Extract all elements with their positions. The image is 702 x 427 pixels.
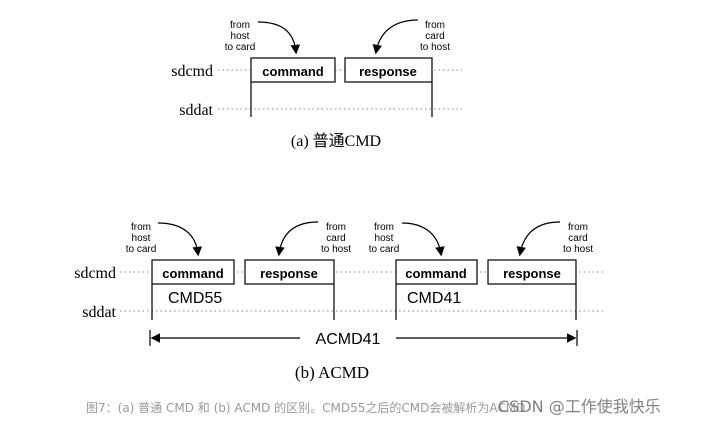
row-label-sdcmd: sdcmd xyxy=(171,63,213,80)
note-line-2: card xyxy=(568,233,587,244)
arrow-card-to-host-icon xyxy=(372,19,419,55)
note-line-1: from xyxy=(374,222,394,233)
response-box-2 xyxy=(487,259,577,285)
note-line-1: from xyxy=(568,222,588,233)
arrow-host-to-card-icon xyxy=(257,21,301,55)
note-line-3: to host xyxy=(420,42,450,53)
note-card-to-host-2: from card to host xyxy=(563,222,593,255)
note-host-to-card-2: from host to card xyxy=(369,222,400,255)
label-cmd55: CMD55 xyxy=(168,290,222,307)
command-box-1 xyxy=(151,259,235,285)
row-label-sddat: sddat xyxy=(179,102,213,119)
arrow-host-to-card-1-icon xyxy=(157,222,203,257)
caption-a: (a) 普通CMD xyxy=(291,132,381,150)
note-line-2: host xyxy=(375,233,394,244)
caption-b: (b) ACMD xyxy=(295,363,369,382)
csdn-watermark: CSDN @工作使我快乐 xyxy=(498,397,661,416)
command-box-label: command xyxy=(262,64,323,79)
response-box-1-label: response xyxy=(260,266,318,281)
note-host-to-card: from host to card xyxy=(225,20,256,53)
row-label-sdcmd: sdcmd xyxy=(74,265,116,282)
note-line-1: from xyxy=(326,222,346,233)
diagram-a: sdcmd sddat command response from host t… xyxy=(171,19,462,150)
note-line-2: host xyxy=(231,31,250,42)
command-box-1-label: command xyxy=(162,266,223,281)
note-card-to-host: from card to host xyxy=(420,20,450,53)
label-cmd41: CMD41 xyxy=(407,290,461,307)
note-line-3: to card xyxy=(369,244,400,255)
figure-caption: 图7：(a) 普通 CMD 和 (b) ACMD 的区别。CMD55之后的CMD… xyxy=(86,401,526,415)
response-box-1 xyxy=(244,259,335,285)
arrow-host-to-card-2-icon xyxy=(401,222,445,257)
command-box xyxy=(250,57,336,83)
note-card-to-host-1: from card to host xyxy=(321,222,351,255)
note-line-1: from xyxy=(425,20,445,31)
arrow-card-to-host-2-icon xyxy=(516,221,561,257)
note-line-2: host xyxy=(132,233,151,244)
row-label-sddat: sddat xyxy=(82,304,116,321)
note-line-3: to host xyxy=(321,244,351,255)
note-line-2: card xyxy=(326,233,345,244)
response-box-label: response xyxy=(359,64,417,79)
response-box xyxy=(344,57,433,83)
note-host-to-card-1: from host to card xyxy=(126,222,157,255)
span-label-acmd41: ACMD41 xyxy=(316,331,381,348)
note-line-3: to card xyxy=(126,244,157,255)
note-line-3: to host xyxy=(563,244,593,255)
command-box-2-label: command xyxy=(405,266,466,281)
command-box-2 xyxy=(395,259,478,285)
response-box-2-label: response xyxy=(503,266,561,281)
diagram-b: sdcmd sddat command response command res… xyxy=(74,221,604,382)
note-line-3: to card xyxy=(225,42,256,53)
arrow-card-to-host-1-icon xyxy=(275,221,319,257)
note-line-2: card xyxy=(425,31,444,42)
note-line-1: from xyxy=(230,20,250,31)
note-line-1: from xyxy=(131,222,151,233)
